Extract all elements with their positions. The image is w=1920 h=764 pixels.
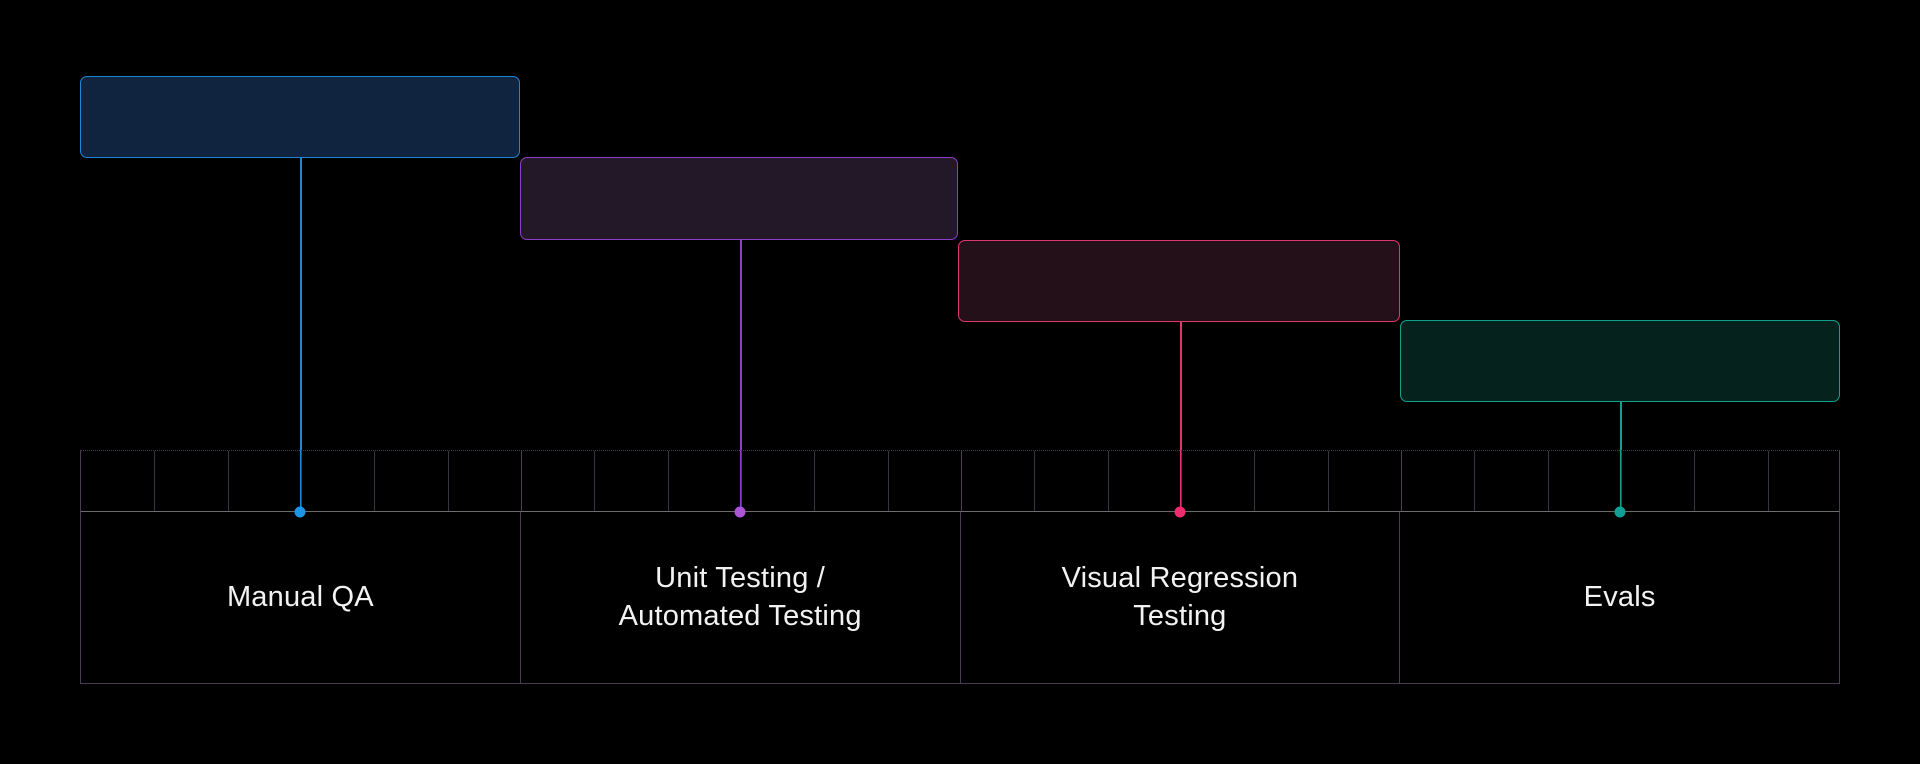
tick-divider [887,451,889,511]
connector-line-unit-automated-testing [740,240,742,512]
timeline-label-evals[interactable]: Evals [1400,512,1839,683]
tick-divider-major [741,451,742,511]
label-text-line-1: Evals [1583,580,1656,613]
tick-divider [447,451,449,511]
tick-divider-major [961,451,962,511]
tick-divider [1327,451,1329,511]
timeline-dot-unit-automated-testing[interactable] [734,506,746,518]
timeline-dot-evals[interactable] [1614,506,1626,518]
phase-box-manual-qa[interactable] [80,76,520,158]
label-text-line-2: Testing [1133,599,1227,632]
phase-box-visual-regression-testing[interactable] [958,240,1400,322]
timeline-label-row: Manual QA Unit Testing / Automated Testi… [80,512,1840,684]
tick-divider [374,451,376,511]
phase-box-evals[interactable] [1400,320,1840,402]
tick-divider [154,451,156,511]
tick-divider [1107,451,1109,511]
tick-divider [814,451,816,511]
label-text-line-2: Automated Testing [618,599,862,632]
label-text-line-1: Manual QA [226,580,374,613]
phase-box-unit-automated-testing[interactable] [520,157,958,240]
tick-divider-major [1621,451,1622,511]
label-text-line-1: Unit Testing / [655,562,826,595]
tick-divider-major [301,451,302,511]
tick-divider [1767,451,1769,511]
timeline-label-manual-qa[interactable]: Manual QA [81,512,521,683]
timeline: Manual QA Unit Testing / Automated Testi… [80,450,1840,684]
label-text-multiline: Visual Regression Testing [1062,560,1299,634]
tick-divider-major [1181,451,1182,511]
connector-line-manual-qa [300,158,302,512]
tick-divider [1034,451,1036,511]
timeline-dot-visual-regression-testing[interactable] [1174,506,1186,518]
connector-line-visual-regression-testing [1180,322,1182,512]
tick-divider [1547,451,1549,511]
tick-divider [1474,451,1476,511]
tick-divider [667,451,669,511]
tick-divider [594,451,596,511]
label-text-multiline: Unit Testing / Automated Testing [619,560,862,634]
tick-divider [1694,451,1696,511]
tick-divider-major [521,451,522,511]
label-text-line-1: Visual Regression [1061,562,1299,595]
tick-divider [227,451,229,511]
timeline-dot-manual-qa[interactable] [294,506,306,518]
connector-line-evals [1620,402,1622,512]
timeline-tick-row [80,450,1840,512]
tick-divider-major [1401,451,1402,511]
timeline-label-unit-automated-testing[interactable]: Unit Testing / Automated Testing [521,512,961,683]
timeline-label-visual-regression-testing[interactable]: Visual Regression Testing [961,512,1401,683]
tick-divider [1254,451,1256,511]
